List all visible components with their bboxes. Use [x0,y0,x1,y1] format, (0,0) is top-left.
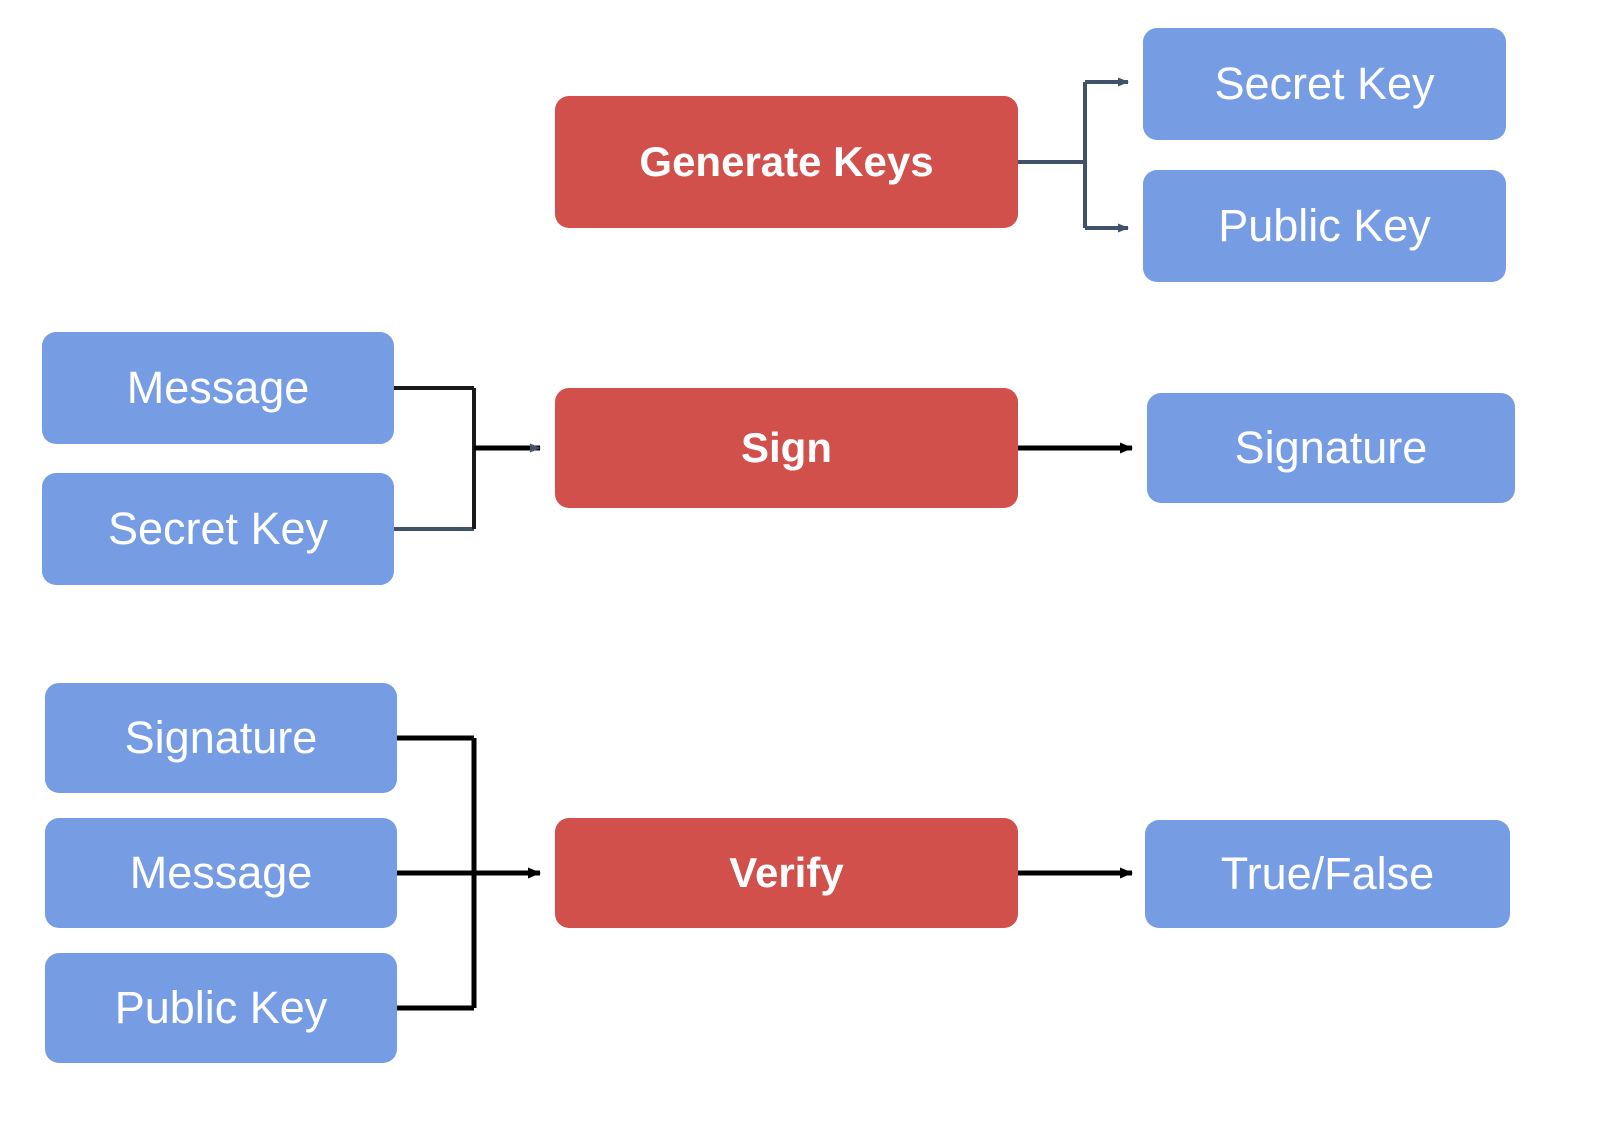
node-label: Message [129,847,313,899]
node-secret-key-output[interactable]: Secret Key [1143,28,1506,140]
node-verify-input-signature[interactable]: Signature [45,683,397,793]
node-label: Verify [729,848,844,896]
node-verify[interactable]: Verify [555,818,1018,928]
node-label: Message [126,362,310,414]
node-verify-output-result[interactable]: True/False [1145,820,1510,928]
node-sign-input-message[interactable]: Message [42,332,394,444]
node-label: Sign [741,423,832,471]
node-label: Public Key [114,982,328,1034]
node-public-key-output[interactable]: Public Key [1143,170,1506,282]
node-sign[interactable]: Sign [555,388,1018,508]
node-generate-keys[interactable]: Generate Keys [555,96,1018,228]
node-label: Secret Key [1214,58,1435,110]
node-label: Secret Key [107,503,329,555]
edge-inputs-to-sign [394,386,541,531]
node-label: Signature [124,712,318,764]
node-label: Generate Keys [639,137,934,185]
node-verify-input-message[interactable]: Message [45,818,397,928]
edge-generate-keys-to-keys [1018,77,1129,233]
node-sign-output-signature[interactable]: Signature [1147,393,1515,503]
node-verify-input-public-key[interactable]: Public Key [45,953,397,1063]
node-sign-input-secret-key[interactable]: Secret Key [42,473,394,585]
node-label: Public Key [1218,200,1431,252]
node-label: Signature [1234,422,1428,474]
edge-inputs-to-verify [397,735,541,1011]
node-label: True/False [1220,848,1435,900]
